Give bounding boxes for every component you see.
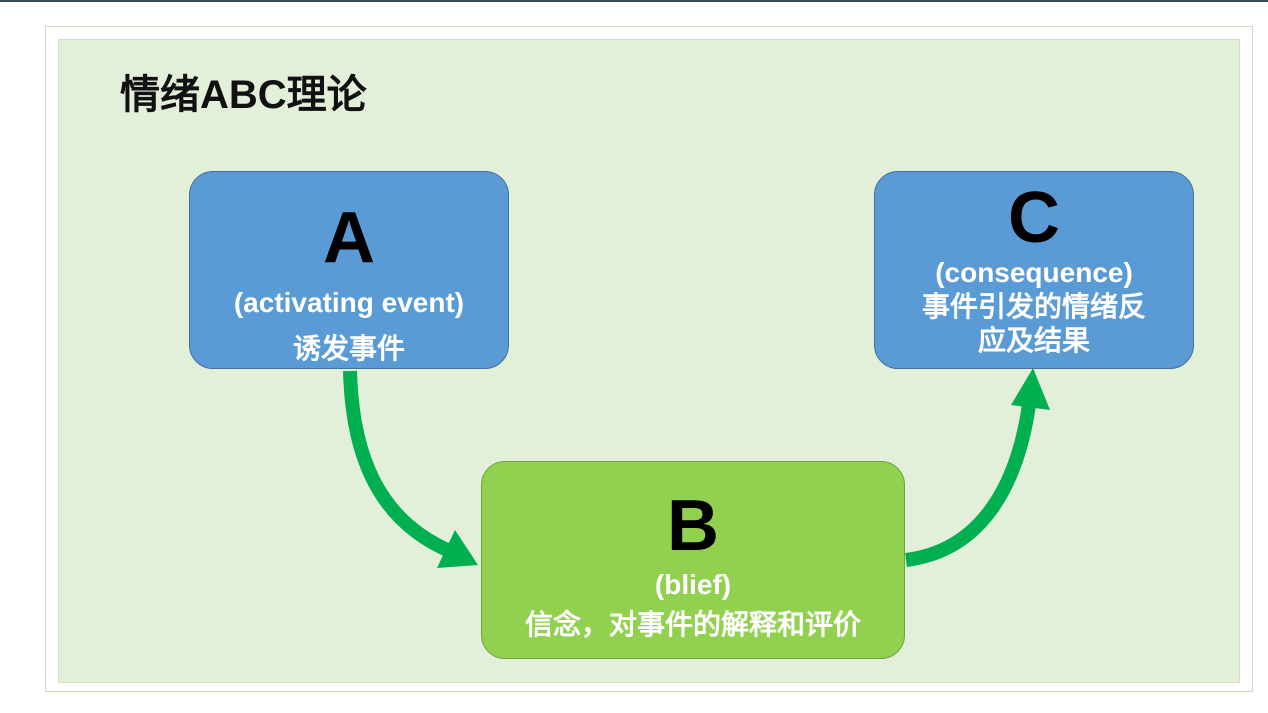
node-c-chinese-line1: 事件引发的情绪反 — [921, 291, 1146, 322]
node-a-english: (activating event) — [233, 287, 465, 318]
node-b-chinese: 信念，对事件的解释和评价 — [524, 609, 861, 640]
node-a-chinese: 诱发事件 — [292, 333, 405, 364]
node-a-letter: A — [323, 198, 375, 278]
node-c-letter: C — [1008, 178, 1060, 258]
node-a-box: A (activating event) 诱发事件 — [189, 171, 509, 369]
node-b-english: (blief) — [654, 569, 732, 600]
arrow-b-to-c — [904, 403, 1036, 567]
arrow-a-to-b — [343, 370, 455, 559]
top-border — [0, 0, 1268, 2]
node-b-box: B (blief) 信念，对事件的解释和评价 — [481, 461, 905, 659]
node-c-box: C (consequence) 事件引发的情绪反 应及结果 — [874, 171, 1194, 369]
arrow-b-to-c-head — [1011, 368, 1050, 410]
node-c-chinese-line2: 应及结果 — [977, 325, 1090, 356]
arrow-a-to-b-head — [437, 530, 478, 568]
node-c-english: (consequence) — [935, 257, 1133, 288]
slide-title: 情绪ABC理论 — [120, 73, 367, 117]
node-b-letter: B — [667, 486, 719, 566]
